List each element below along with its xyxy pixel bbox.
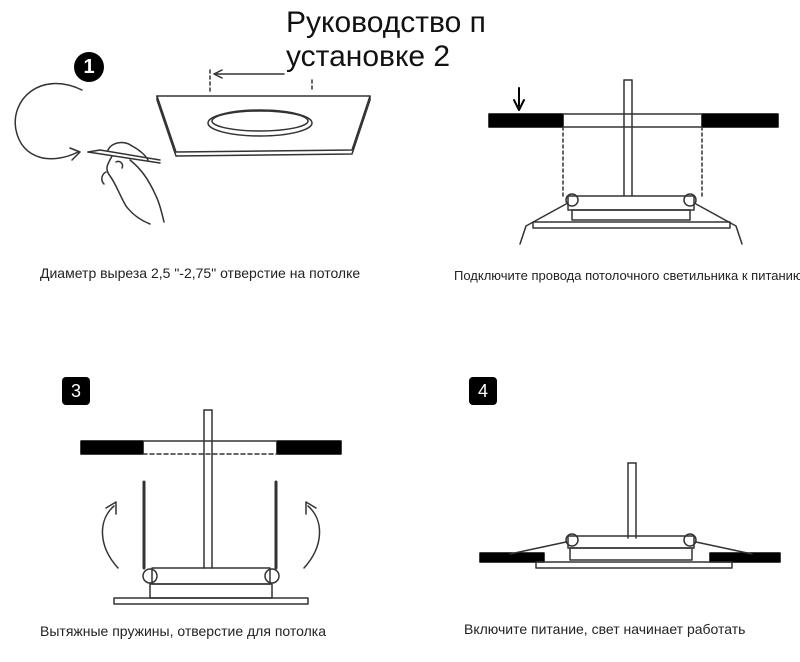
page-title: Руководство п установке 2 (286, 6, 506, 74)
title-line-1: Руководство п (286, 6, 486, 39)
step-3-badge: 3 (62, 377, 90, 405)
title-line-2: установке 2 (286, 40, 451, 73)
step3-springs (80, 409, 342, 605)
step-4-badge: 4 (469, 377, 497, 405)
rotate-arrow-icon (14, 82, 83, 161)
title-overlay (467, 42, 509, 78)
step-2-caption: Подключите провода потолочного светильни… (454, 268, 800, 283)
step-4-caption: Включите питание, свет начинает работать (464, 621, 746, 637)
step-1-caption: Диаметр выреза 2,5 "-2,75" отверстие на … (40, 265, 361, 281)
step-3-caption: Вытяжные пружины, отверстие для потолка (40, 623, 326, 639)
step2-ceiling-wire (488, 79, 779, 245)
ceiling-panel-cutout (156, 69, 371, 157)
step-1-badge: 1 (74, 52, 104, 82)
step4-installed-light (479, 462, 781, 569)
hand-with-pen-icon (87, 141, 165, 225)
